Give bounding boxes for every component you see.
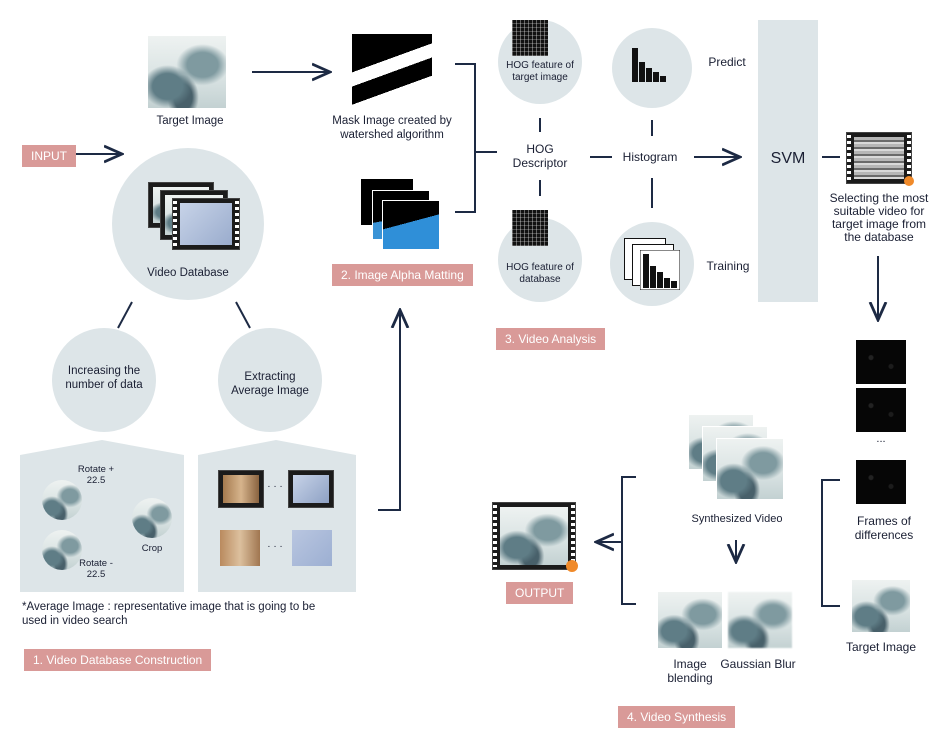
stage-1-tag: 1. Video Database Construction	[24, 649, 212, 671]
selected-video-thumbnail	[846, 132, 914, 186]
extracting-average-circle	[218, 328, 322, 432]
stage-3-tag: 3. Video Analysis	[496, 328, 606, 350]
image-blending-thumbnail	[658, 592, 722, 648]
stage-2-tag: 2. Image Alpha Matting	[332, 264, 473, 286]
rotate-plus-label: Rotate + 22.5	[77, 464, 115, 486]
extracting-average-label: Extracting Average Image	[231, 371, 309, 397]
hog-target-label: HOG feature of target image	[506, 60, 574, 83]
rotate-plus-thumb	[42, 480, 82, 520]
image-blending-label: Image blending	[667, 657, 713, 685]
gaussian-blur-label: Gaussian Blur	[720, 657, 796, 671]
target-image-label: Target Image	[156, 115, 224, 127]
difference-frame-1	[856, 340, 906, 384]
crop-thumb	[132, 498, 172, 538]
synthesized-frame-front	[716, 438, 784, 500]
avg-dots-top: · · ·	[267, 481, 283, 492]
hog-target-image	[512, 20, 548, 56]
frames-of-differences-label: Frames of differences	[854, 514, 914, 542]
rotate-minus-thumb	[42, 530, 82, 570]
output-video-thumbnail	[492, 502, 578, 572]
avg-image-2	[292, 530, 332, 566]
svm-label: SVM	[770, 150, 806, 167]
difference-frame-2	[856, 388, 906, 432]
play-icon	[904, 176, 914, 186]
mask-image-thumbnail	[352, 34, 432, 106]
mask-image-label: Mask Image created by watershed algorith…	[332, 115, 452, 141]
input-tag: INPUT	[22, 145, 76, 167]
hog-database-image	[512, 210, 548, 246]
synthesized-video-label: Synthesized Video	[691, 513, 783, 525]
increasing-data-label: Increasing the number of data	[65, 365, 143, 391]
avg-source-video-1	[218, 470, 264, 508]
selecting-video-label: Selecting the most suitable video for ta…	[829, 191, 929, 244]
difference-frame-3	[856, 460, 906, 504]
avg-dots-bottom: · · ·	[267, 541, 283, 552]
stage-4-tag: 4. Video Synthesis	[618, 706, 736, 728]
training-label: Training	[706, 259, 750, 273]
target-image-2-thumbnail	[852, 580, 910, 632]
output-tag: OUTPUT	[506, 582, 574, 604]
output-play-icon	[566, 560, 578, 572]
histogram-label: Histogram	[622, 150, 678, 164]
crop-label: Crop	[141, 543, 163, 554]
hog-database-label: HOG feature of database	[506, 262, 574, 285]
video-database-label: Video Database	[147, 267, 229, 279]
hog-descriptor-label: HOG Descriptor	[512, 142, 568, 170]
video-stack-front	[172, 198, 240, 250]
avg-image-1	[220, 530, 260, 566]
gaussian-blur-thumbnail	[728, 592, 792, 648]
target-image-2-label: Target Image	[845, 640, 917, 654]
training-histogram-icon	[640, 250, 680, 290]
alpha-frame-front	[382, 200, 440, 250]
svm-box	[758, 20, 818, 302]
predict-histogram-icon	[632, 48, 666, 82]
increasing-data-circle	[52, 328, 156, 432]
frames-ellipsis: ...	[876, 433, 886, 445]
avg-source-video-2	[288, 470, 334, 508]
predict-label: Predict	[708, 55, 746, 69]
target-image-thumbnail	[148, 36, 226, 108]
footnote: *Average Image : representative image th…	[22, 601, 316, 627]
rotate-minus-label: Rotate - 22.5	[79, 558, 113, 580]
